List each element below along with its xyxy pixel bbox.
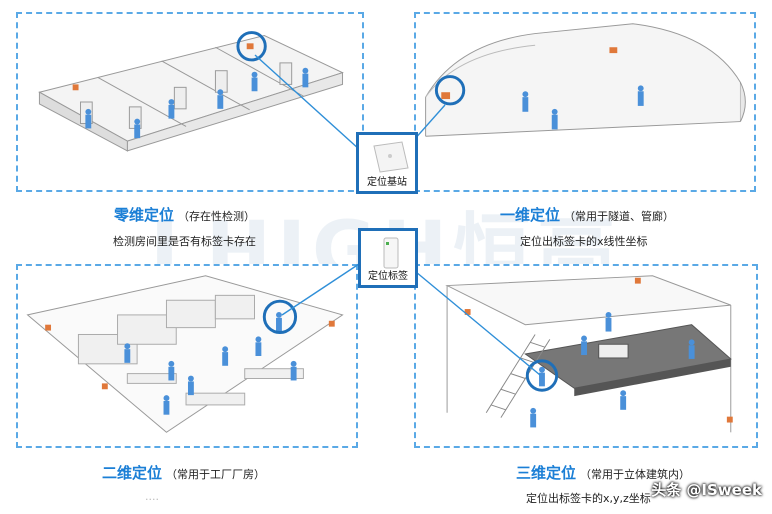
tag-label: 定位标签 <box>368 271 408 282</box>
one-dim-panel <box>414 12 756 192</box>
factory-illustration <box>26 275 344 433</box>
two-dim-subtitle: （常用于工厂厂房） <box>166 468 266 481</box>
base-station-icon <box>373 141 409 173</box>
credit-watermark: 头条 @ISweek <box>651 481 762 499</box>
base-station-box: 定位基站 <box>356 132 418 194</box>
zero-dim-title-text: 零维定位 <box>114 206 175 224</box>
two-dim-panel <box>16 264 358 448</box>
zero-dim-title: 零维定位（存在性检测） <box>114 204 255 225</box>
one-dim-subtitle: （常用于隧道、管廊） <box>564 210 675 223</box>
one-dim-desc: 定位出标签卡的x线性坐标 <box>520 235 648 248</box>
two-dim-title: 二维定位（常用于工厂厂房） <box>102 462 265 483</box>
zero-dim-subtitle: （存在性检测） <box>178 210 256 223</box>
zero-dim-desc: 检测房间里是否有标签卡存在 <box>113 235 256 248</box>
two-dim-title-text: 二维定位 <box>102 464 163 482</box>
tunnel-illustration <box>425 23 746 137</box>
one-dim-title-text: 一维定位 <box>500 206 561 224</box>
building-illustration <box>445 275 733 433</box>
three-dim-panel <box>414 264 758 448</box>
rooms-illustration <box>38 31 344 152</box>
zero-dim-panel <box>16 12 364 192</box>
base-station-label: 定位基站 <box>367 177 407 188</box>
three-dim-title: 三维定位（常用于立体建筑内） <box>516 462 690 483</box>
three-dim-title-text: 三维定位 <box>516 464 577 482</box>
two-dim-desc: .... <box>145 490 159 503</box>
one-dim-title: 一维定位（常用于隧道、管廊） <box>500 204 674 225</box>
tag-box: 定位标签 <box>358 228 418 288</box>
three-dim-desc: 定位出标签卡的x,y,z坐标 <box>526 492 651 505</box>
three-dim-subtitle: （常用于立体建筑内） <box>580 468 691 481</box>
tag-icon <box>383 237 399 269</box>
